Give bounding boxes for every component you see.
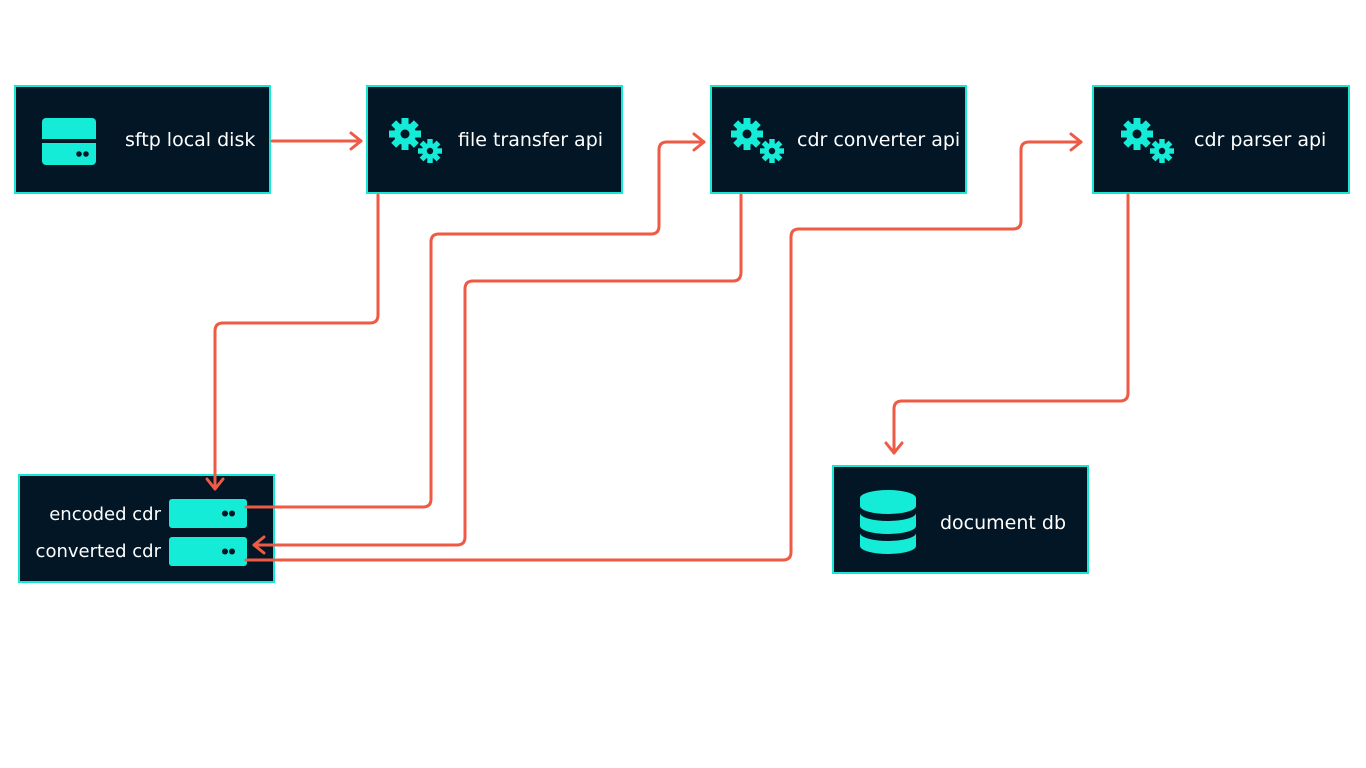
node-cdr-converter-api[interactable]: cdr converter api xyxy=(710,85,967,194)
node-label: file transfer api xyxy=(458,129,604,151)
edge-sftp-to-file-transfer xyxy=(270,131,363,151)
gears-icon xyxy=(1121,118,1174,163)
node-cdr-storage[interactable]: encoded cdr converted cdr xyxy=(18,474,275,583)
node-file-transfer-api[interactable]: file transfer api xyxy=(366,85,623,194)
node-cdr-parser-api[interactable]: cdr parser api xyxy=(1092,85,1350,194)
edge-parser-to-document-db xyxy=(884,193,1130,455)
node-label: cdr converter api xyxy=(797,129,961,151)
database-icon xyxy=(860,490,916,554)
disk-drive-icon xyxy=(42,118,96,165)
node-label: document db xyxy=(940,512,1067,534)
edge-file-transfer-to-encoded-cdr xyxy=(205,193,380,491)
node-label: sftp local disk xyxy=(125,129,256,151)
node-label: cdr parser api xyxy=(1194,129,1327,151)
node-sftp-local-disk[interactable]: sftp local disk xyxy=(14,85,271,194)
gears-icon xyxy=(389,118,442,163)
edge-converter-to-converted-cdr xyxy=(252,193,743,555)
storage-drive-icon[interactable] xyxy=(169,499,247,528)
node-document-db[interactable]: document db xyxy=(832,465,1089,574)
gears-icon xyxy=(731,118,784,163)
storage-drive-icon[interactable] xyxy=(169,537,247,566)
slot-label-converted-cdr: converted cdr xyxy=(35,541,161,562)
slot-label-encoded-cdr: encoded cdr xyxy=(49,504,161,525)
